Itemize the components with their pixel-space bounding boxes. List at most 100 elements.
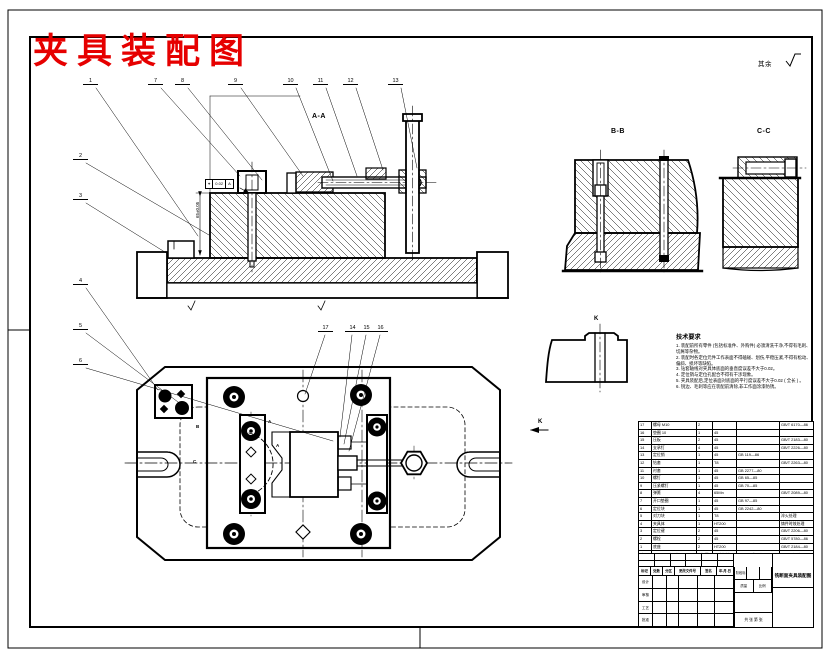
bom-cell: 2 xyxy=(697,422,713,430)
bom-cell: 1 xyxy=(697,429,713,438)
front-view xyxy=(136,95,509,311)
bom-cell: 65Mn xyxy=(713,490,737,498)
bom-cell: 5 xyxy=(639,513,652,521)
bom-cell: 16 xyxy=(639,429,652,438)
bom-cell: GB 119—86 xyxy=(737,452,780,460)
bom-cell: 4 xyxy=(697,444,713,453)
bom-cell: 年.月.日 xyxy=(717,567,734,575)
bom-cell: 2 xyxy=(697,528,713,536)
bom-cell: HT200 xyxy=(713,543,737,552)
bom-cell: 45 xyxy=(713,437,737,445)
bom-cell: 9 xyxy=(639,482,652,491)
bom-cell: 螺栓 xyxy=(652,535,697,544)
bom-cell xyxy=(715,601,734,615)
bom-cell: 弹簧 xyxy=(652,490,697,498)
bom-cell xyxy=(737,490,780,498)
view-arrow-label-k: K xyxy=(538,419,543,425)
bom-cell: 支承钉 xyxy=(652,444,697,453)
bom-cell xyxy=(679,588,698,602)
bom-cell: 13 xyxy=(639,452,652,460)
bom-cell xyxy=(639,554,655,561)
bom-cell: 7 xyxy=(639,497,652,506)
bom-cell: 开口垫圈 xyxy=(652,497,697,506)
tech-req-item: 3. 钻套轴线对夹具体底面的垂直度误差不大于0.02。 xyxy=(676,366,778,372)
bom-cell: 对刀块 xyxy=(652,513,697,521)
section-bb xyxy=(561,149,704,273)
bom-cell: 45 xyxy=(713,482,737,491)
drawing-name: 铣断面夹具装配图 xyxy=(773,564,813,588)
bom-cell: 1 xyxy=(697,459,713,468)
section-letter-A: A xyxy=(276,443,280,448)
bom-cell: GB 70—85 xyxy=(737,482,780,491)
bom-cell: 1 xyxy=(697,520,713,529)
bom-cell xyxy=(667,576,679,589)
bom-cell xyxy=(639,560,655,567)
sheet-count: 共 张 第 张 xyxy=(735,612,772,627)
bom-cell xyxy=(780,475,813,483)
bom-cell: 钻套 xyxy=(652,459,697,468)
bom-cell: 1 xyxy=(697,513,713,521)
bom-cell: 1 xyxy=(697,482,713,491)
bom-cell xyxy=(654,554,671,561)
bom-cell: 6 xyxy=(639,505,652,514)
bom-cell: GB/T 2184—80 xyxy=(780,544,813,552)
drawing-title-overlay: 夹具装配图 xyxy=(33,32,254,71)
part-callout-12: 12 xyxy=(343,78,358,85)
bom-cell xyxy=(653,576,667,589)
bom-cell: 夹具体 xyxy=(652,520,697,529)
section-letter-C: C xyxy=(193,459,197,464)
bom-cell: 45 xyxy=(713,535,737,544)
bom-cell: 标记 xyxy=(639,567,651,575)
section-cc xyxy=(718,156,807,272)
bom-cell xyxy=(667,614,679,627)
bom-cell: 17 xyxy=(639,422,652,430)
tolerance-value: 0.02 xyxy=(213,180,227,188)
bom-cell xyxy=(718,554,734,561)
bom-cell xyxy=(702,554,719,561)
bom-cell xyxy=(715,576,734,589)
mass-label: 质量 xyxy=(735,580,754,592)
tech-req-item: 5. 夹具装配后,定位表面对底面的平行度误差不大于0.02 ( 全长 ) 。 xyxy=(676,378,804,384)
bom-cell xyxy=(737,528,780,536)
bom-cell: 铸件时效处理 xyxy=(780,521,813,529)
part-callout-3: 3 xyxy=(73,193,88,200)
bom-cell xyxy=(686,554,703,561)
technical-requirements: 技术要求 1. 装配前所有零件 (包括标准件、外购件) 必须清洗干净,不得有毛刺… xyxy=(676,334,814,390)
part-callout-7: 7 xyxy=(148,78,163,85)
bom-cell: T8 xyxy=(713,513,737,521)
bom-cell: 2 xyxy=(697,437,713,445)
bom-cell xyxy=(737,422,780,430)
view-label-k: K xyxy=(594,316,599,322)
bom-cell: 15 xyxy=(639,437,652,445)
bom-cell: HT200 xyxy=(713,520,737,529)
title-block-signature-grid: 设计审核工艺批准 xyxy=(639,576,734,627)
bom-cell: 压紧螺钉 xyxy=(652,482,697,491)
bom-cell: GB 2277—80 xyxy=(737,467,780,476)
bom-cell: GB 65—85 xyxy=(737,475,780,483)
view-k xyxy=(545,323,628,393)
title-block-middle: 阶段标记 质量 比例 共 张 第 张 xyxy=(734,567,772,627)
bom-cell: GB/T 2263—80 xyxy=(780,460,813,468)
bom-cell xyxy=(698,588,715,602)
scale-label: 比例 xyxy=(754,580,772,592)
bom-cell: 1 xyxy=(697,497,713,506)
part-callout-1: 1 xyxy=(83,78,98,85)
bom-cell: 设计 xyxy=(639,576,653,589)
technical-requirements-heading: 技术要求 xyxy=(676,334,701,341)
bom-cell: GB 2242—80 xyxy=(737,505,780,514)
bom-cell xyxy=(718,560,734,567)
bom-cell: 12 xyxy=(639,459,652,468)
bom-cell xyxy=(780,483,813,491)
bom-cell: 工艺 xyxy=(639,601,653,615)
bom-cell xyxy=(667,601,679,615)
drawing-number-cell xyxy=(773,588,813,627)
bom-cell: 签名 xyxy=(701,567,717,575)
bom-cell xyxy=(737,444,780,453)
title-block-header-row: 标记处数分区更改文件号签名年.月.日 xyxy=(639,567,734,576)
bom-cell xyxy=(667,588,679,602)
bom-cell: GB/T 5780—86 xyxy=(780,536,813,544)
tech-req-item: 1. 装配前所有零件 (包括标准件、外购件) 必须清洗干净,不得有毛刺、切屑等杂… xyxy=(676,343,811,354)
section-letter-A: A xyxy=(268,419,272,424)
